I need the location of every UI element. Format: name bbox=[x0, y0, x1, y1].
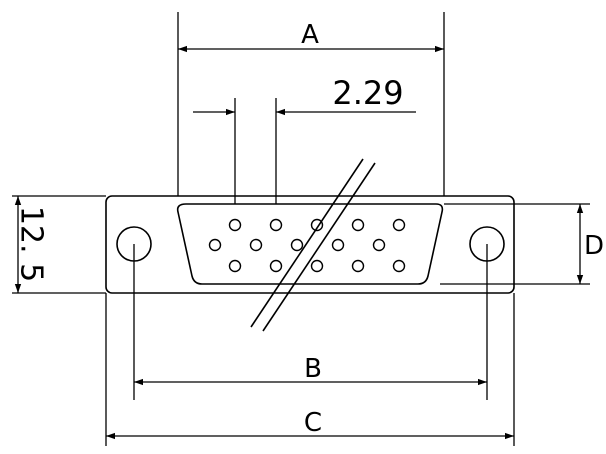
break-line bbox=[262, 162, 376, 332]
pin-hole bbox=[269, 218, 283, 232]
pin-hole bbox=[331, 238, 345, 252]
pin-hole bbox=[208, 238, 222, 252]
dimension-b-label: B bbox=[304, 354, 322, 384]
dimension-c-label: C bbox=[304, 408, 322, 438]
break-line bbox=[250, 158, 364, 328]
pin-hole bbox=[310, 218, 324, 232]
pin-hole bbox=[310, 259, 324, 273]
pin-hole bbox=[228, 218, 242, 232]
pin-hole bbox=[228, 259, 242, 273]
dimension-pitch-label: 2.29 bbox=[332, 74, 403, 112]
connector-flange bbox=[105, 195, 515, 294]
pin-hole bbox=[392, 259, 406, 273]
connector-shell bbox=[176, 203, 444, 285]
pin-hole bbox=[269, 259, 283, 273]
pin-hole bbox=[351, 259, 365, 273]
dimension-d-label: D bbox=[584, 231, 604, 261]
pin-hole bbox=[249, 238, 263, 252]
pin-array bbox=[208, 218, 406, 273]
pin-hole bbox=[392, 218, 406, 232]
pin-hole bbox=[351, 218, 365, 232]
dimension-a-label: A bbox=[301, 20, 319, 50]
pin-hole bbox=[372, 238, 386, 252]
dimension-height-label: 12. 5 bbox=[14, 206, 49, 282]
pin-hole bbox=[290, 238, 304, 252]
